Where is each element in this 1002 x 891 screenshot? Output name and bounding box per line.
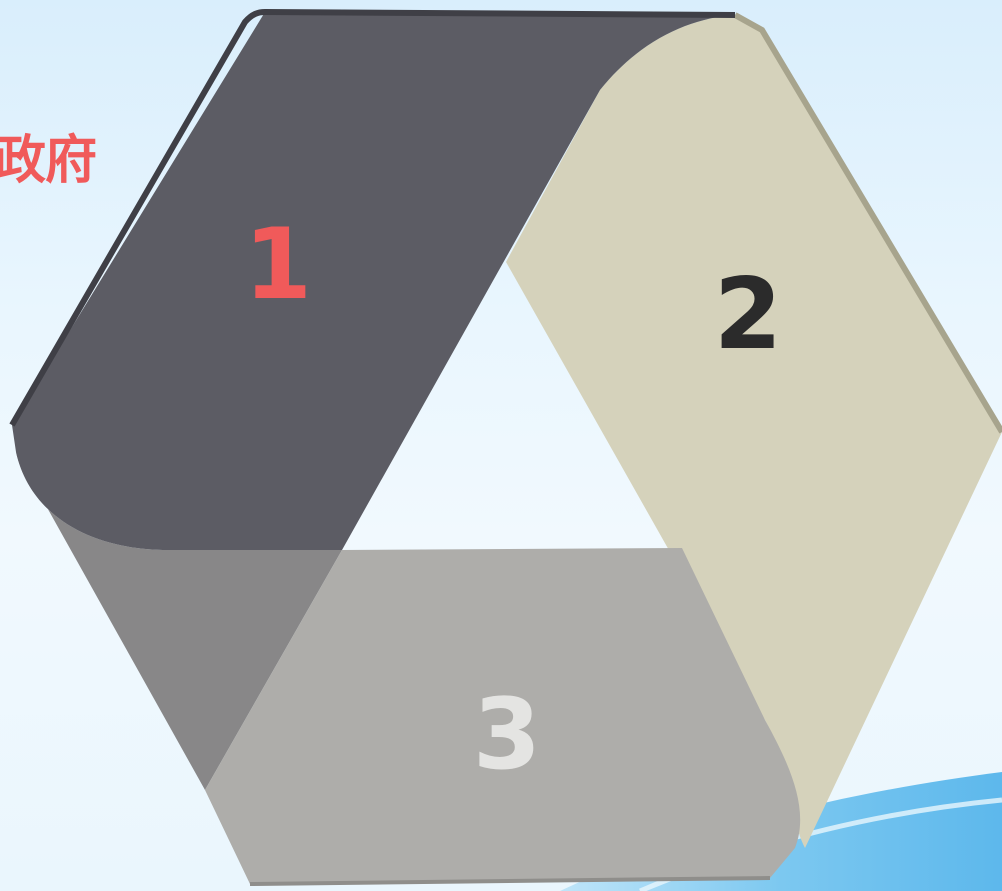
heading-fragment: 政府 (0, 131, 97, 191)
segment-1-edge (9, 8, 736, 427)
segment-2 (506, 15, 1002, 848)
segment-1 (12, 12, 735, 550)
segment-2-edge (733, 12, 1002, 434)
segment-3-shadow (16, 452, 342, 790)
segment-3 (205, 548, 801, 884)
segment-3-edge (249, 876, 771, 886)
segment-2-label: 2 (714, 258, 782, 372)
segment-1-label: 1 (244, 208, 312, 322)
segment-3-label: 3 (473, 678, 541, 792)
